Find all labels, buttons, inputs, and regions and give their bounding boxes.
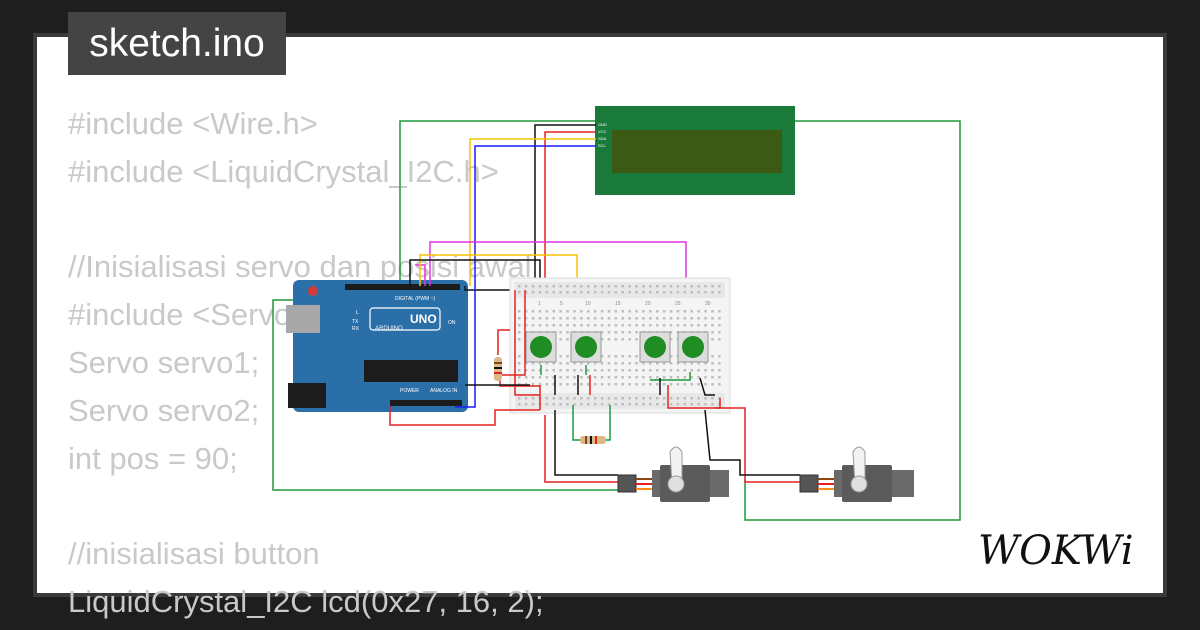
rx-label: RX <box>352 326 360 332</box>
wire-red-lcd <box>544 131 596 292</box>
lcd-screen <box>612 130 782 173</box>
wire-blue-lcd <box>455 145 596 408</box>
resistor-1[interactable] <box>494 357 502 381</box>
bb-col-20: 20 <box>645 301 651 307</box>
l-label: L <box>356 310 359 316</box>
file-name-badge: sketch.ino <box>68 12 286 75</box>
svg-text:WOKWi: WOKWi <box>978 528 1134 574</box>
wire-red-bb-4 <box>667 385 721 409</box>
digital-header <box>345 284 460 290</box>
lcd-pin-vcc: VCC <box>598 129 607 134</box>
tx-label: TX <box>352 319 359 325</box>
power-label: POWER <box>400 388 419 394</box>
power-jack <box>288 383 326 408</box>
wire-red-arduino <box>389 406 540 426</box>
atmega-chip <box>364 360 458 382</box>
code-line: LiquidCrystal_I2C lcd(0x27, 16, 2); <box>68 583 544 619</box>
analog-label: ANALOG IN <box>430 388 458 394</box>
lcd-pin-scl: SCL <box>598 143 607 148</box>
digital-label: DIGITAL (PWM ~) <box>395 296 435 302</box>
wire-green-outer <box>272 120 961 521</box>
bb-col-1: 1 <box>538 301 541 307</box>
bb-col-10: 10 <box>585 301 591 307</box>
analog-header <box>390 400 462 406</box>
code-line: //inisialisasi button <box>68 536 320 572</box>
board-brand-label: ARDUINO <box>375 326 403 332</box>
push-button-3[interactable] <box>639 331 671 363</box>
bb-col-25: 25 <box>675 301 681 307</box>
push-button-4[interactable] <box>677 331 709 363</box>
wire-red-servo2 <box>715 407 800 483</box>
code-line: int pos = 90; <box>68 440 238 476</box>
wire-black-bb-5 <box>699 377 715 396</box>
code-line: #include <Wire.h> <box>68 106 318 141</box>
board-uno-label: UNO <box>410 312 437 326</box>
wire-red-resistor <box>497 329 510 355</box>
wire-black-servo1 <box>554 410 618 476</box>
code-line: Servo servo1; <box>68 344 260 380</box>
bb-col-15: 15 <box>615 301 621 307</box>
wire-magenta-2 <box>415 264 426 286</box>
push-button-1[interactable] <box>525 331 557 363</box>
usb-port <box>286 305 320 333</box>
wire-green-bb-3 <box>650 372 691 381</box>
lcd-pin-sda: SDA <box>598 136 607 141</box>
lcd-pin-gnd: GND <box>598 122 607 127</box>
arduino-uno[interactable]: UNO ARDUINO DIGITAL (PWM ~) POWER ANALOG… <box>286 280 468 412</box>
bb-col-30: 30 <box>705 301 711 307</box>
wire-red-bb-1 <box>514 290 540 396</box>
lcd-display[interactable]: GND VCC SDA SCL <box>595 106 795 195</box>
wokwi-logo: WOKWi <box>978 528 1134 574</box>
wire-black-servo2 <box>704 409 800 476</box>
resistor-2[interactable] <box>580 436 606 444</box>
servo-motor-2[interactable] <box>799 446 914 502</box>
reset-button-icon <box>308 286 318 296</box>
wire-yellow-lcd <box>469 138 596 286</box>
code-line: Servo servo2; <box>68 392 260 428</box>
servo-motor-1[interactable] <box>617 446 729 502</box>
push-button-2[interactable] <box>570 331 602 363</box>
bb-col-5: 5 <box>560 301 563 307</box>
wire-red-servo1 <box>544 415 618 483</box>
on-label: ON <box>448 320 456 326</box>
code-line: #include <LiquidCrystal_I2C.h> <box>68 153 499 189</box>
